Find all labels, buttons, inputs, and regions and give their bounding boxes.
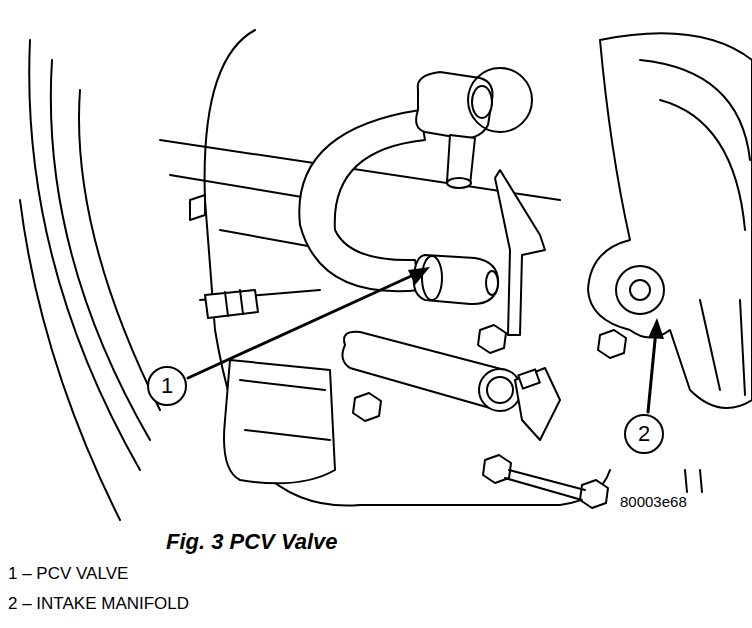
- housing-rib: [240, 380, 330, 440]
- drawing-mark: [685, 470, 702, 492]
- fender-line: [29, 40, 140, 470]
- tube-bore: [487, 377, 513, 403]
- pcv-valve: [414, 255, 498, 304]
- fender-line: [20, 200, 120, 520]
- callout-circle: 1: [147, 366, 187, 406]
- bolt-shank: [505, 470, 585, 500]
- fender-line: [79, 90, 160, 410]
- tube-end: [479, 369, 521, 411]
- valve-port: [486, 271, 498, 295]
- elbow-port: [472, 86, 492, 118]
- fitting: [205, 290, 258, 318]
- support-bracket: [495, 170, 545, 335]
- figure-caption: Fig. 3 PCV Valve: [166, 530, 338, 554]
- callout-number: 2: [638, 423, 650, 445]
- valve-collar: [422, 256, 442, 300]
- lower-housing: [224, 360, 335, 483]
- fitting: [225, 290, 243, 316]
- nut: [353, 393, 381, 421]
- nut: [478, 325, 506, 353]
- intake-manifold: [588, 33, 752, 408]
- nut: [580, 480, 608, 508]
- leader-arrowhead: [648, 318, 664, 339]
- leader-arrowhead: [408, 267, 430, 285]
- manifold-runner: [640, 60, 750, 395]
- bracket: [190, 195, 205, 220]
- figure-code: 80003e68: [618, 494, 689, 511]
- sensor-tab: [518, 369, 540, 388]
- pcv-hose: [299, 110, 425, 291]
- bay-outline: [205, 30, 610, 506]
- nut: [598, 330, 626, 358]
- leader-line: [188, 272, 420, 378]
- grommet: [468, 68, 532, 132]
- sensor: [515, 368, 560, 440]
- manifold-boss: [616, 266, 664, 314]
- leader-line: [648, 330, 656, 412]
- callout-number: 1: [161, 375, 173, 397]
- part-legend-line: 1 – PCV VALVE: [8, 565, 128, 584]
- part-legend-line: 2 – INTAKE MANIFOLD: [8, 595, 189, 614]
- hose-elbow: [416, 72, 492, 138]
- boss-hole: [630, 280, 650, 300]
- callout-circle: 2: [624, 414, 664, 454]
- nipple-end: [447, 178, 471, 188]
- fender-line: [51, 60, 150, 440]
